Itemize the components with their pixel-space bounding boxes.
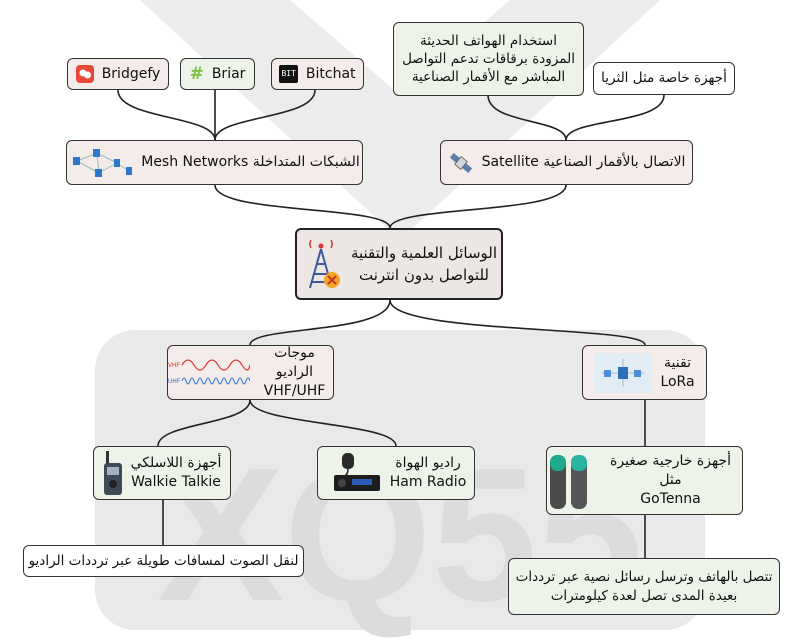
walkie-line1: أجهزة اللاسلكي — [130, 455, 222, 472]
thuraya-box: أجهزة خاصة مثل الثريا — [593, 62, 735, 95]
center-line2: للتواصل بدون انترنت — [359, 266, 489, 284]
gotenna-line1: أجهزة خارجية صغيرة مثل — [610, 453, 731, 489]
gotenna-description-line2: بعيدة المدى تصل لعدة كيلومترات — [550, 587, 738, 604]
satellite-box: Satellite الاتصال بالأقمار الصناعية — [440, 140, 693, 185]
vhf-tag: VHF — [168, 363, 180, 369]
app-label-bridgefy: Bridgefy — [101, 65, 161, 82]
app-label-bitchat: Bitchat — [305, 65, 356, 82]
satellite-icon — [449, 152, 472, 173]
radio-waves-icon: VHF UHF — [168, 358, 250, 385]
bridgefy-icon — [75, 65, 94, 83]
lora-line2: LoRa — [660, 373, 695, 390]
mesh-networks-box: Mesh Networks الشبكات المتداخلة — [66, 140, 363, 185]
walkie-description-box: لنقل الصوت لمسافات طويلة عبر ترددات الرا… — [23, 545, 304, 577]
gotenna-line2: GoTenna — [640, 490, 701, 507]
bitchat-icon: BIT — [279, 64, 298, 84]
walkie-line2: Walkie Talkie — [131, 474, 221, 490]
sat-phones-line2: المزودة برقاقات تدعم التواصل — [402, 50, 575, 67]
radio-line2: VHF/UHF — [263, 382, 326, 399]
mesh-network-icon — [73, 148, 133, 177]
ham-line1: راديو الهواة — [395, 455, 461, 472]
gotenna-description-line1: تتصل بالهاتف وترسل رسائل نصية عبر ترددات — [515, 569, 773, 586]
sat-phones-line3: المباشر مع الأقمار الصناعية — [411, 69, 566, 86]
ham-radio-box: راديو الهواة Ham Radio — [317, 446, 475, 500]
mesh-networks-label: Mesh Networks الشبكات المتداخلة — [141, 154, 360, 171]
center-line1: الوسائل العلمية والتقنية — [350, 243, 498, 262]
center-box: الوسائل العلمية والتقنية للتواصل بدون ان… — [295, 228, 503, 300]
walkie-talkie-icon — [103, 451, 122, 495]
gotenna-description-box: تتصل بالهاتف وترسل رسائل نصية عبر ترددات… — [508, 558, 780, 615]
radio-waves-box: VHF UHF موجات الراديو VHF/UHF — [167, 345, 334, 400]
walkie-talkie-box: أجهزة اللاسلكي Walkie Talkie — [93, 446, 231, 500]
hash-icon: # — [189, 63, 204, 84]
walkie-description: لنقل الصوت لمسافات طويلة عبر ترددات الرا… — [28, 552, 299, 569]
satellite-label: Satellite الاتصال بالأقمار الصناعية — [481, 154, 686, 171]
app-box-briar: # Briar — [180, 58, 255, 90]
app-box-bridgefy: Bridgefy — [67, 58, 169, 90]
lora-line1: تقنية — [664, 354, 691, 371]
ham-radio-icon — [333, 453, 380, 491]
app-box-bitchat: BIT Bitchat — [271, 58, 364, 90]
radio-line1: موجات الراديو — [274, 345, 315, 381]
uhf-tag: UHF — [168, 379, 181, 385]
gotenna-box: أجهزة خارجية صغيرة مثل GoTenna — [546, 446, 743, 515]
app-label-briar: Briar — [211, 65, 246, 82]
ham-line2: Ham Radio — [389, 474, 467, 490]
lora-box: تقنية LoRa — [582, 345, 707, 400]
lora-icon — [594, 352, 653, 393]
sat-phones-box: استخدام الهواتف الحديثة المزودة برقاقات … — [393, 22, 584, 96]
sat-phones-line1: استخدام الهواتف الحديثة — [420, 32, 557, 49]
tower-no-signal-icon — [308, 239, 340, 289]
thuraya-label: أجهزة خاصة مثل الثريا — [601, 70, 727, 87]
gotenna-icon — [550, 454, 587, 509]
